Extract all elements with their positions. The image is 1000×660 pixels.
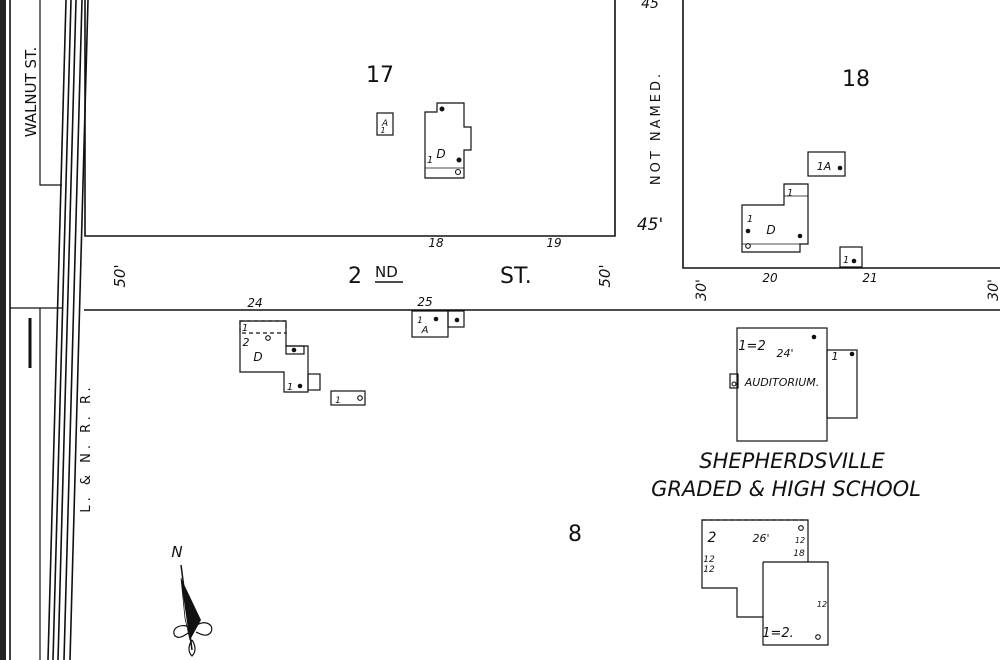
street-width-left: 50': [111, 264, 129, 287]
svg-text:1: 1: [417, 316, 423, 326]
svg-text:1: 1: [787, 188, 793, 199]
lot-number-19: 19: [546, 236, 561, 250]
school-building: 2 26' 12 18 12 12 12 1=2.: [701, 519, 829, 646]
map-edge: [0, 0, 6, 660]
second-st-label: ST.: [500, 264, 532, 289]
svg-text:1: 1: [832, 350, 839, 363]
svg-text:AUDITORIUM.: AUDITORIUM.: [744, 376, 820, 389]
svg-text:12: 12: [795, 536, 805, 545]
svg-text:1: 1: [747, 214, 753, 225]
not-named-width-top: 45: [641, 0, 659, 12]
svg-text:A: A: [421, 325, 429, 336]
svg-text:N: N: [171, 543, 182, 561]
svg-text:12: 12: [703, 555, 715, 565]
second-st-number: 2: [348, 264, 362, 289]
svg-text:1: 1: [335, 396, 341, 406]
school-name-line2: GRADED & HIGH SCHOOL: [651, 477, 921, 501]
walnut-st-label: WALNUT ST.: [22, 47, 40, 137]
svg-text:18: 18: [793, 549, 805, 559]
svg-text:A: A: [381, 119, 388, 129]
svg-text:1: 1: [427, 155, 433, 166]
svg-text:1: 1: [287, 382, 293, 393]
svg-text:12: 12: [817, 600, 827, 609]
second-st-suffix: ND: [375, 263, 398, 281]
street-width-right: 50': [596, 264, 614, 287]
block-17-shed: A 1: [376, 112, 394, 136]
lot-24-dwelling: D 1 2 1: [239, 320, 321, 393]
railroad-tracks: [47, 0, 89, 660]
svg-text:1=2: 1=2: [738, 339, 765, 354]
svg-text:2: 2: [243, 336, 250, 349]
not-named-street-label: NOT NAMED.: [649, 71, 664, 185]
svg-text:D: D: [253, 350, 262, 364]
svg-text:2: 2: [708, 530, 717, 546]
svg-text:1: 1: [242, 323, 248, 334]
lot-number-18: 18: [428, 236, 444, 250]
svg-text:24': 24': [776, 347, 793, 360]
block-8-number: 8: [568, 522, 582, 547]
svg-text:D: D: [436, 147, 445, 161]
block-18-outline: [682, 0, 1000, 269]
block-17-outline: [84, 0, 616, 237]
auditorium-building: 1=2 24' AUDITORIUM. 1: [729, 327, 858, 442]
svg-text:1: 1: [380, 126, 385, 135]
svg-text:12: 12: [703, 565, 715, 575]
svg-text:1A: 1A: [817, 160, 832, 173]
not-named-width-mid: 45': [637, 215, 663, 235]
lot-width-right: 30': [986, 279, 1000, 301]
block-17-dwelling: D 1: [424, 102, 472, 179]
block-18-number: 18: [842, 67, 870, 92]
lot-width-left: 30': [694, 279, 710, 301]
svg-text:1: 1: [843, 255, 849, 266]
lot-number-24: 24: [247, 296, 262, 310]
north-arrow-icon: N: [171, 543, 213, 657]
lot-number-20: 20: [762, 271, 778, 285]
lot-number-21: 21: [862, 271, 877, 285]
walnut-st-boundary: [39, 0, 62, 186]
railroad-label: L. & N. R. R.: [79, 383, 94, 512]
lot-25-building: A 1: [411, 310, 465, 338]
lot-number-25: 25: [417, 295, 432, 309]
block-18-shed: 1A: [807, 151, 846, 177]
svg-text:1=2.: 1=2.: [762, 626, 794, 641]
svg-text:26': 26': [752, 532, 769, 545]
svg-text:D: D: [766, 223, 775, 237]
school-name-line1: SHEPHERDSVILLE: [699, 449, 885, 473]
block-18-small-building: 1: [839, 246, 863, 268]
lot-24-shed: 1: [330, 390, 366, 406]
block-17-number: 17: [366, 63, 394, 88]
block-18-dwelling: D 1 1: [741, 183, 809, 253]
